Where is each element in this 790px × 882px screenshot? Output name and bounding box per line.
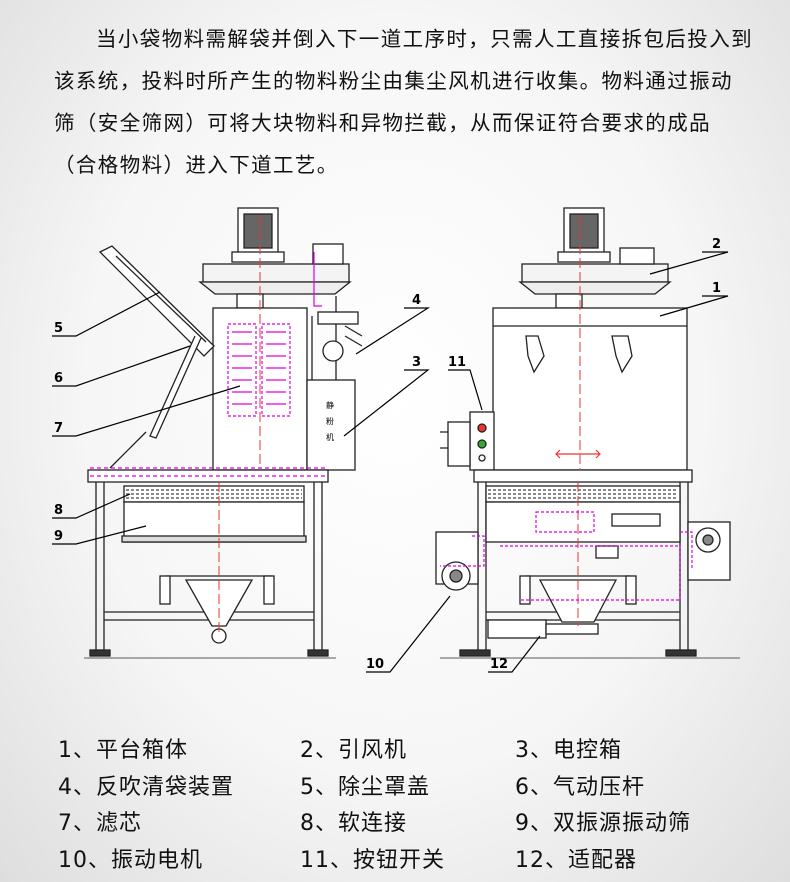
callout-3: 3 xyxy=(412,355,421,370)
legend-item: 5、除尘罩盖 xyxy=(300,774,430,800)
right-vibrating-sieve xyxy=(485,485,681,559)
leader-4 xyxy=(355,307,431,355)
left-table-top xyxy=(87,469,329,483)
leader-2 xyxy=(649,251,729,275)
equipment-diagram: 静 粉 机 5 6 7 8 9 4 3 11 2 1 10 12 xyxy=(52,207,740,673)
leader-6 xyxy=(52,345,191,387)
right-housing xyxy=(492,307,688,471)
callout-11: 11 xyxy=(448,355,466,370)
legend-item: 8、软连接 xyxy=(300,811,407,836)
callout-9: 9 xyxy=(54,529,63,544)
blowback-device xyxy=(311,296,363,380)
callout-1: 1 xyxy=(712,281,721,296)
callout-2: 2 xyxy=(712,237,721,252)
right-table-top xyxy=(473,469,693,483)
legend-item: 2、引风机 xyxy=(300,738,407,763)
legend-item: 1、平台箱体 xyxy=(58,738,188,763)
control-box-char-1: 静 xyxy=(326,400,334,410)
control-box-char-2: 粉 xyxy=(326,416,334,426)
control-box-char-3: 机 xyxy=(326,432,334,442)
right-view xyxy=(435,207,740,659)
callout-7: 7 xyxy=(54,421,63,436)
legend-item: 9、双振源振动筛 xyxy=(515,811,691,836)
callout-8: 8 xyxy=(54,503,63,518)
intro-paragraph: 当小袋物料需解袋并倒入下一道工序时，只需人工直接拆包后投入到该系统，投料时所产生… xyxy=(54,27,753,177)
legend-item: 12、适配器 xyxy=(515,847,637,873)
leader-1 xyxy=(659,295,729,317)
legend-item: 3、电控箱 xyxy=(515,738,622,763)
callout-4: 4 xyxy=(412,293,421,308)
leader-7 xyxy=(52,385,241,437)
vibration-motor-left xyxy=(435,531,479,591)
left-vibrating-sieve xyxy=(121,485,307,543)
vibration-motor-right xyxy=(687,521,731,581)
callout-6: 6 xyxy=(54,371,63,386)
button-switch-box xyxy=(440,411,495,471)
leader-10 xyxy=(366,595,451,673)
leader-9 xyxy=(52,525,147,545)
left-fan-motor xyxy=(198,207,352,309)
parts-legend: 1、平台箱体 2、引风机 3、电控箱 4、反吹清袋装置 5、除尘罩盖 6、气动压… xyxy=(58,733,758,879)
callout-12: 12 xyxy=(490,657,508,672)
legend-item: 4、反吹清袋装置 xyxy=(58,774,234,800)
dust-cover-arm xyxy=(98,245,215,469)
adapter xyxy=(487,619,599,639)
legend-item: 7、滤芯 xyxy=(58,811,142,836)
left-control-box xyxy=(306,379,356,471)
filter-cartridges xyxy=(227,323,291,417)
left-view xyxy=(84,207,363,659)
legend-item: 6、气动压杆 xyxy=(515,774,645,800)
leader-11 xyxy=(448,369,483,411)
leader-8 xyxy=(52,493,131,519)
legend-item: 10、振动电机 xyxy=(58,847,203,873)
callout-10: 10 xyxy=(366,657,384,672)
right-fan-motor xyxy=(518,207,672,309)
leader-12 xyxy=(488,635,541,673)
legend-item: 11、按钮开关 xyxy=(300,847,445,873)
leader-5 xyxy=(52,291,161,337)
callout-5: 5 xyxy=(54,321,63,336)
leader-3 xyxy=(343,369,430,437)
